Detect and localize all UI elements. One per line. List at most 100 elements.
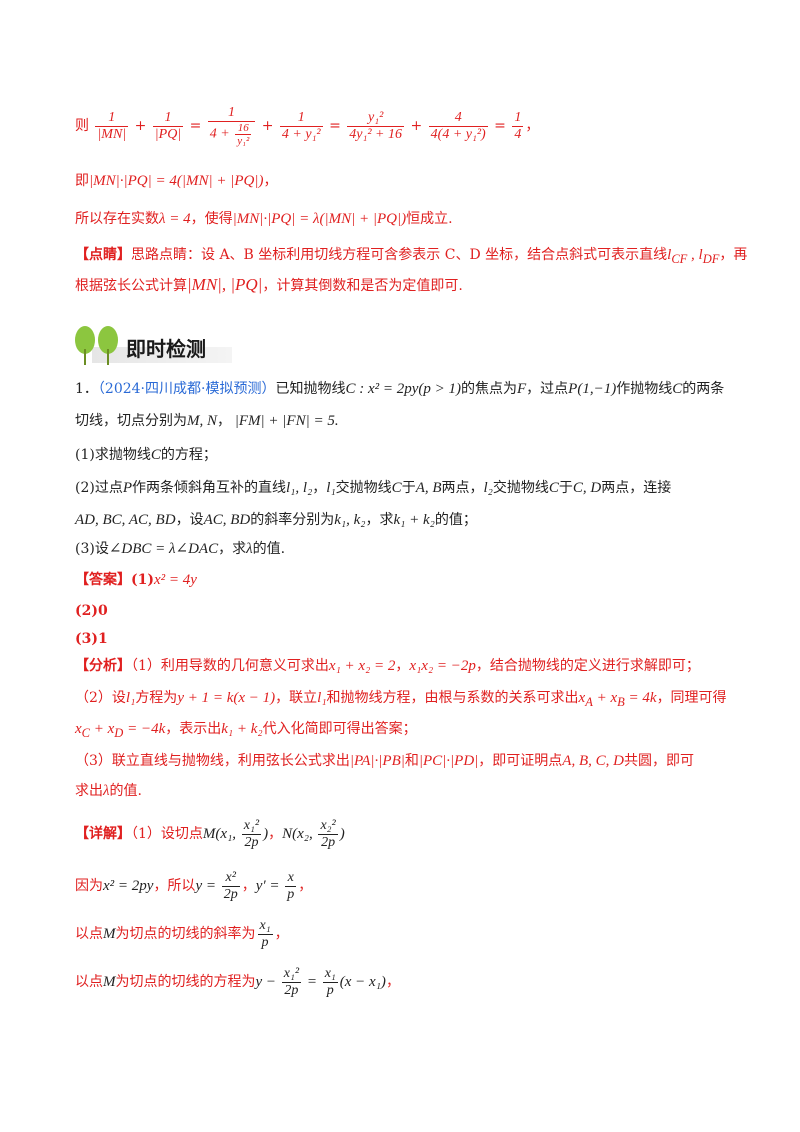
text: 于 — [401, 480, 416, 496]
detail-tag: 【详解】 — [75, 826, 131, 842]
text: ，再 — [719, 247, 748, 263]
text: ， — [241, 878, 256, 894]
tip-tag: 【点睛】 — [75, 247, 131, 263]
text: 作抛物线 — [616, 381, 673, 397]
text: ，过点 — [526, 381, 569, 397]
text: (3)设 — [75, 541, 109, 557]
text: 方程为 — [135, 690, 178, 706]
text: 和抛物线方程，由根与系数的关系可求出 — [326, 690, 579, 706]
conclusion-line: 所以存在实数λ = 4，使得|MN|·|PQ| = λ(|MN| + |PQ|)… — [75, 211, 453, 227]
fraction: 1|MN| — [95, 109, 129, 142]
answer-tag: 【答案】 — [75, 572, 131, 588]
text: (1) — [131, 572, 154, 588]
text: 为切点的切线的方程为 — [115, 974, 256, 990]
answer-line-1: 【答案】(1)x² = 4y — [75, 572, 197, 588]
analysis-line-3: xC + xD = −4k，表示出k₁ + k₂代入化简即可得出答案； — [75, 721, 417, 740]
analysis-tag: 【分析】 — [75, 658, 131, 674]
section-title: 即时检测 — [126, 337, 206, 361]
text: 交抛物线 — [335, 480, 392, 496]
text: ，同理可得 — [656, 690, 727, 706]
text: 两点，连接 — [601, 480, 672, 496]
text: ， — [525, 118, 540, 134]
text: ，即可证明点 — [478, 753, 563, 769]
answer-line-3: (3)1 — [75, 631, 108, 647]
text: ，结合抛物线的定义进行求解即可； — [475, 658, 700, 674]
analysis-line-5: 求出λ的值. — [75, 783, 142, 799]
text: 作两条倾斜角互补的直线 — [132, 480, 287, 496]
text: 的两条 — [682, 381, 725, 397]
analysis-line-1: 【分析】（1）利用导数的几何意义可求出x₁ + x₂ = 2，x₁x₂ = −2… — [75, 658, 700, 674]
text: ，设 — [175, 512, 204, 528]
problem-line-2: 切线，切点分别为M, N， |FM| + |FN| = 5. — [75, 413, 339, 429]
problem-line-1: 1．（2024·四川成都·模拟预测）已知抛物线C : x² = 2py(p > … — [75, 381, 725, 397]
text: 代入化简即可得出答案； — [262, 721, 417, 737]
text: (1)求抛物线 — [75, 447, 151, 463]
text: 则 — [75, 118, 89, 134]
text: （3）联立直线与抛物线，利用弦长公式求出 — [75, 753, 350, 769]
text: 因为 — [75, 878, 103, 894]
text: ，所以 — [153, 878, 196, 894]
analysis-line-4: （3）联立直线与抛物线，利用弦长公式求出|PA|·|PB|和|PC|·|PD|，… — [75, 753, 694, 769]
text: （1）设切点 — [131, 826, 203, 842]
text: 两点， — [441, 480, 484, 496]
text: 切线，切点分别为 — [75, 413, 187, 429]
text: ， — [298, 878, 313, 894]
text: ，求 — [218, 541, 247, 557]
text: ，表示出 — [165, 721, 222, 737]
text: 的值. — [252, 541, 286, 557]
text: 交抛物线 — [492, 480, 549, 496]
text: ， — [268, 826, 283, 842]
text: 于 — [558, 480, 573, 496]
text: 已知抛物线 — [275, 381, 346, 397]
text: ，计算其倒数和是否为定值即可. — [262, 278, 463, 294]
text: 恒成立. — [406, 211, 453, 227]
text: （1）利用导数的几何意义可求出 — [131, 658, 329, 674]
text: 思路点睛：设 A、B 坐标利用切线方程可含参表示 C、D 坐标，结合点斜式可表示… — [131, 247, 668, 263]
tip-line-1: 【点睛】思路点睛：设 A、B 坐标利用切线方程可含参表示 C、D 坐标，结合点斜… — [75, 247, 748, 266]
question-2-line-1: (2)过点P作两条倾斜角互补的直线l₁, l₂，l₁交抛物线C于A, B两点，l… — [75, 480, 672, 496]
section-underline — [92, 347, 232, 363]
tip-line-2: 根据弦长公式计算|MN|, |PQ|，计算其倒数和是否为定值即可. — [75, 275, 463, 294]
text: ，联立 — [275, 690, 318, 706]
text: ， — [395, 658, 410, 674]
question-3: (3)设∠DBC = λ∠DAC，求λ的值. — [75, 541, 286, 557]
text: 以点 — [75, 926, 103, 942]
question-1: (1)求抛物线C的方程； — [75, 447, 217, 463]
text: 的值； — [434, 512, 477, 528]
analysis-line-2: （2）设l₁方程为y + 1 = k(x − 1)，联立l₁和抛物线方程，由根与… — [75, 690, 727, 709]
text: ， — [385, 974, 400, 990]
text: 的焦点为 — [461, 381, 517, 397]
text: ，使得 — [190, 211, 233, 227]
text: ，求 — [365, 512, 394, 528]
text: 以点 — [75, 974, 103, 990]
text: 即 — [75, 173, 89, 189]
text: 和 — [404, 753, 419, 769]
math: λ = 4 — [159, 211, 191, 227]
tree-icon — [75, 326, 118, 365]
text: 所以存在实数 — [75, 211, 159, 227]
fraction: 1|PQ| — [152, 109, 184, 142]
derivation-line-2: 即|MN|·|PQ| = 4(|MN| + |PQ|)， — [75, 173, 278, 189]
text: 的方程； — [160, 447, 217, 463]
text: 的斜率分别为 — [250, 512, 335, 528]
text: 共圆，即可 — [623, 753, 694, 769]
problem-number: 1． — [75, 381, 98, 397]
text: 为切点的切线的斜率为 — [115, 926, 256, 942]
section-header: 即时检测 — [72, 323, 232, 367]
text: ， — [274, 926, 289, 942]
text: 根据弦长公式计算 — [75, 278, 187, 294]
text: (2)过点 — [75, 480, 123, 496]
text: 的值. — [109, 783, 142, 799]
text: （2）设 — [75, 690, 126, 706]
text: ， — [263, 173, 278, 189]
answer-line-2: (2)0 — [75, 603, 108, 619]
